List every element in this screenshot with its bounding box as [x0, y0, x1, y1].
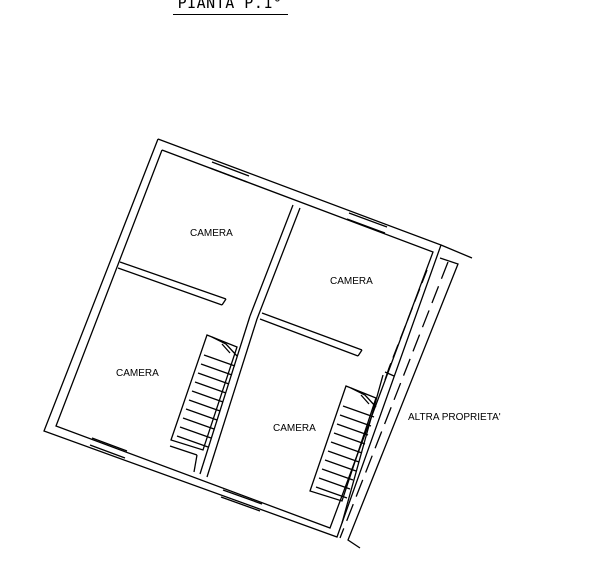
windows — [89, 161, 388, 512]
central-partition — [199, 204, 301, 478]
room-label: CAMERA — [330, 276, 373, 287]
room-label: CAMERA — [273, 423, 316, 434]
lower-left-room-wall — [169, 445, 198, 473]
stair-left — [170, 334, 238, 451]
stair-right — [309, 385, 377, 502]
room-label: CAMERA — [190, 228, 233, 239]
plan-title: PIANTA P.1° — [177, 0, 283, 12]
outer-walls — [43, 138, 442, 538]
left-partition — [117, 261, 227, 306]
right-partition — [259, 312, 363, 357]
room-label: CAMERA — [116, 368, 159, 379]
neighbor-label: ALTRA PROPRIETA' — [408, 412, 501, 423]
right-wall-detail — [341, 269, 428, 524]
neighbor-boundary — [339, 244, 473, 549]
title-underline — [173, 14, 288, 16]
